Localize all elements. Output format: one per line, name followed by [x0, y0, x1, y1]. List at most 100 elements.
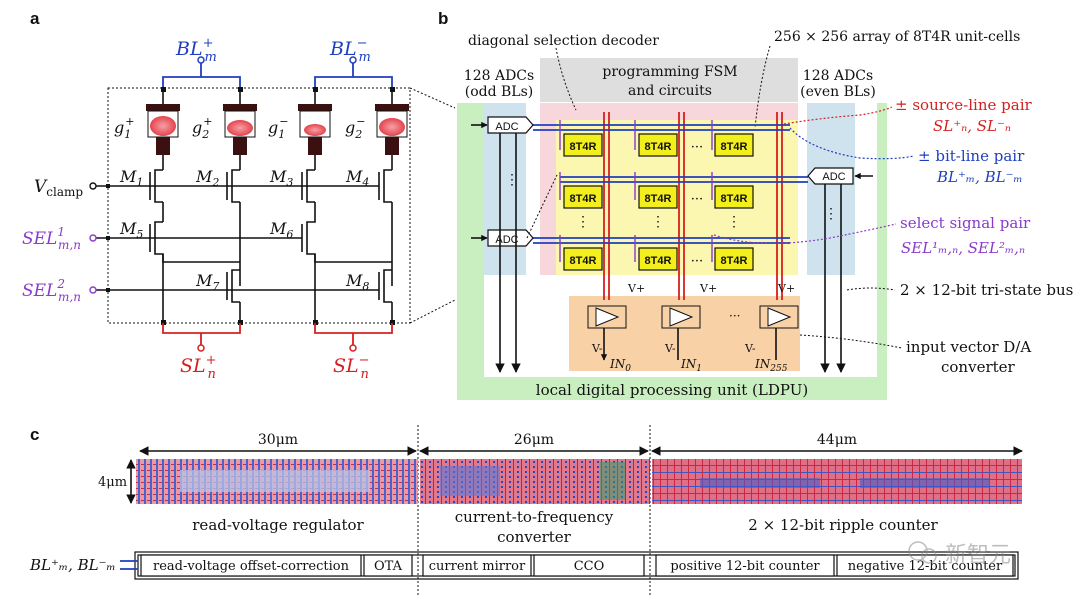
m5-label: M5 — [119, 219, 143, 241]
sl-plus-label: SL+n — [180, 353, 217, 382]
cell-label: 8T4R — [721, 141, 748, 153]
fsm-label-1: programming FSM — [602, 64, 737, 80]
select-pair-symbols: SEL¹ₘ,ₙ, SEL²ₘ,ₙ — [901, 239, 1025, 257]
ctf-label-1: current-to-frequency — [455, 508, 614, 526]
ellipsis-v: ⋮ — [727, 214, 741, 230]
vminus-0: V- — [591, 342, 603, 355]
g1-plus-label: g1+ — [114, 115, 134, 141]
ellipsis-v: ⋮ — [576, 214, 590, 230]
vplus-0: V+ — [627, 282, 645, 295]
adc-label: ADC — [822, 171, 845, 183]
in255-label: IN255 — [754, 357, 788, 374]
block-negative-counter: negative 12-bit counter — [848, 559, 1003, 574]
panel-c-layout: 30μm 26μm 44μm 4μm read-voltage regulato… — [29, 425, 1023, 595]
ellipsis-v: ⋮ — [824, 206, 838, 222]
source-pair-label: ± source-line pair — [895, 96, 1032, 114]
bit-pair-label: ± bit-line pair — [918, 147, 1025, 165]
array-label: 256 × 256 array of 8T4R unit-cells — [774, 29, 1020, 45]
m6-label: M6 — [269, 219, 293, 241]
adc-odd-top — [487, 116, 534, 134]
panel-b-architecture: programming FSM and circuits diagonal se… — [457, 29, 1073, 400]
block-ota: OTA — [374, 559, 403, 574]
watermark-text: 新智元 — [945, 542, 1011, 567]
cell-label: 8T4R — [570, 141, 597, 153]
bl-input-label: BL⁺ₘ, BL⁻ₘ — [29, 556, 116, 574]
adc-even-column — [807, 103, 855, 275]
source-pair-symbols: SL⁺ₙ, SL⁻ₙ — [933, 117, 1011, 135]
dac-region — [569, 296, 800, 371]
g2-plus-label: g2+ — [192, 115, 212, 141]
counter-label: 2 × 12-bit ripple counter — [748, 516, 938, 534]
ctf-label-2: converter — [497, 528, 572, 546]
adc-label: ADC — [495, 121, 518, 133]
g1-minus-label: g1− — [268, 115, 288, 141]
cell-label: 8T4R — [645, 193, 672, 205]
regulator-label: read-voltage regulator — [192, 516, 364, 534]
transistor-row-3 — [96, 254, 393, 323]
panel-label-c: c — [30, 425, 39, 444]
ellipsis-h: ··· — [691, 140, 703, 155]
cell-label: 8T4R — [645, 141, 672, 153]
vminus-1: V- — [664, 342, 676, 355]
bl-minus-label: BL−m — [329, 36, 371, 65]
adc-label: ADC — [495, 234, 518, 246]
vclamp-label: Vclamp — [34, 177, 83, 199]
m7-label: M7 — [195, 271, 219, 293]
watermark: 新智元 — [908, 541, 1011, 567]
block-current-mirror: current mirror — [429, 559, 526, 574]
block-offset-correction: read-voltage offset-correction — [153, 559, 350, 574]
ellipsis-h: ··· — [691, 254, 703, 269]
dac-opamps — [587, 305, 799, 361]
vplus-1: V+ — [699, 282, 717, 295]
ellipsis-h: ··· — [729, 309, 740, 323]
fsm-block — [540, 58, 798, 102]
transistor-row-1 — [96, 169, 392, 203]
m4-label: M4 — [345, 167, 369, 189]
ellipsis-v: ⋮ — [505, 172, 519, 188]
m2-label: M2 — [195, 167, 219, 189]
panel-label-a: a — [30, 9, 40, 28]
in0-label: IN0 — [609, 357, 631, 374]
select-pair-label: select signal pair — [900, 214, 1031, 232]
height-4um: 4μm — [98, 475, 127, 490]
adc-even — [807, 167, 854, 185]
dac-label-1: input vector D/A — [906, 338, 1031, 356]
dim-30um: 30μm — [258, 432, 298, 448]
sl-minus-label: SL−n — [333, 353, 370, 382]
adc-even-label-2: (even BLs) — [800, 84, 876, 100]
unit-cell-boundary — [107, 87, 411, 324]
block-cco: CCO — [574, 559, 605, 574]
panel-label-b: b — [438, 9, 448, 28]
ldpu-label: local digital processing unit (LDPU) — [536, 381, 808, 399]
cell-label: 8T4R — [721, 255, 748, 267]
dim-44um: 44μm — [817, 432, 857, 448]
vplus-2: V+ — [777, 282, 795, 295]
ellipsis-v: ⋮ — [651, 214, 665, 230]
adc-odd-label-2: (odd BLs) — [465, 84, 534, 100]
in1-label: IN1 — [680, 357, 702, 374]
cell-label: 8T4R — [645, 255, 672, 267]
adc-even-label-1: 128 ADCs — [803, 68, 873, 84]
g2-minus-label: g2− — [345, 115, 365, 141]
memristors — [146, 90, 409, 155]
m8-label: M8 — [345, 271, 369, 293]
wechat-icon — [908, 541, 928, 561]
adc-odd-label-1: 128 ADCs — [464, 68, 534, 84]
cell-label: 8T4R — [570, 255, 597, 267]
cell-label: 8T4R — [721, 193, 748, 205]
panel-a-circuit: BL+m BL−m — [22, 36, 456, 382]
ellipsis-h: ··· — [691, 192, 703, 207]
dim-26um: 26μm — [514, 432, 554, 448]
cell-label: 8T4R — [570, 193, 597, 205]
array-cells: 8T4R 8T4R 8T4R 8T4R 8T4R 8T4R 8T4R 8T4R … — [563, 133, 754, 271]
bit-pair-symbols: BL⁺ₘ, BL⁻ₘ — [936, 168, 1023, 186]
decoder-label: diagonal selection decoder — [468, 33, 659, 49]
dac-label-2: converter — [941, 358, 1016, 376]
bl-plus-label: BL+m — [175, 36, 217, 65]
bus-label: 2 × 12-bit tri-state bus — [900, 281, 1073, 299]
vminus-2: V- — [744, 342, 756, 355]
block-positive-counter: positive 12-bit counter — [670, 559, 820, 574]
